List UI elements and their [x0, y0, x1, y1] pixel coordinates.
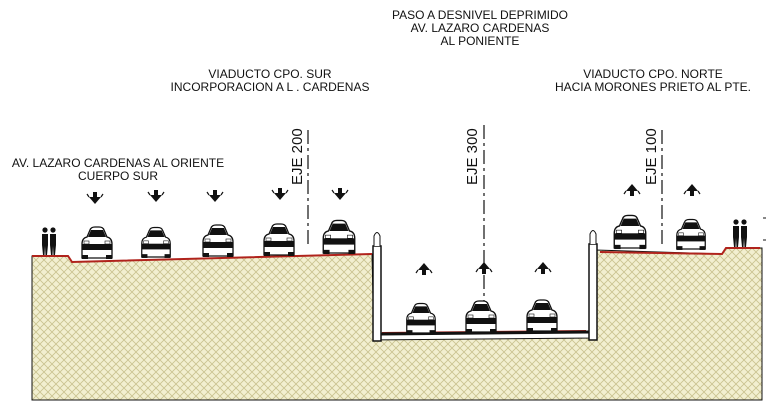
road-surface-south	[32, 253, 373, 264]
retaining-wall-west	[372, 245, 382, 342]
car-front-icon	[526, 299, 558, 332]
car-front-icon	[465, 300, 497, 333]
traffic-arrow-up-icon	[415, 263, 433, 275]
car-front-icon	[141, 226, 171, 258]
traffic-arrow-up-icon	[534, 262, 552, 274]
car-front-icon	[322, 219, 356, 255]
pedestrian-pair-icon	[733, 219, 747, 247]
car-front-icon	[263, 223, 295, 256]
retaining-wall-east	[588, 243, 598, 341]
depressed-slab	[380, 330, 590, 336]
car-front-icon	[613, 214, 647, 250]
traffic-arrow-down-icon	[147, 190, 165, 202]
label-eje-100: EJE 100	[643, 128, 660, 185]
traffic-arrow-down-icon	[331, 188, 349, 200]
traffic-arrow-down-icon	[206, 190, 224, 202]
label-paso-desnivel: PASO A DESNIVEL DEPRIMIDO AV. LAZARO CAR…	[391, 8, 569, 48]
label-eje-300: EJE 300	[464, 128, 481, 185]
traffic-arrow-up-icon	[683, 184, 701, 196]
car-front-icon	[676, 218, 706, 250]
car-front-icon	[202, 224, 234, 257]
traffic-arrow-up-icon	[475, 262, 493, 274]
pedestrian-pair-icon	[42, 227, 56, 255]
label-eje-200: EJE 200	[289, 128, 306, 185]
car-front-icon	[81, 226, 113, 259]
traffic-arrow-up-icon	[623, 184, 641, 196]
label-lazaro-oriente: AV. LAZARO CARDENAS AL ORIENTE CUERPO SU…	[11, 156, 225, 183]
road-surface-north	[599, 247, 760, 256]
label-viaducto-norte: VIADUCTO CPO. NORTE HACIA MORONES PRIETO…	[554, 67, 752, 94]
parapet-east	[589, 230, 597, 244]
soil-mass	[31, 247, 763, 401]
traffic-arrow-down-icon	[271, 188, 289, 200]
traffic-arrow-down-icon	[86, 192, 104, 204]
car-front-icon	[406, 302, 436, 334]
parapet-west	[373, 232, 381, 246]
label-viaducto-sur: VIADUCTO CPO. SUR INCORPORACION A L . CA…	[170, 67, 370, 94]
